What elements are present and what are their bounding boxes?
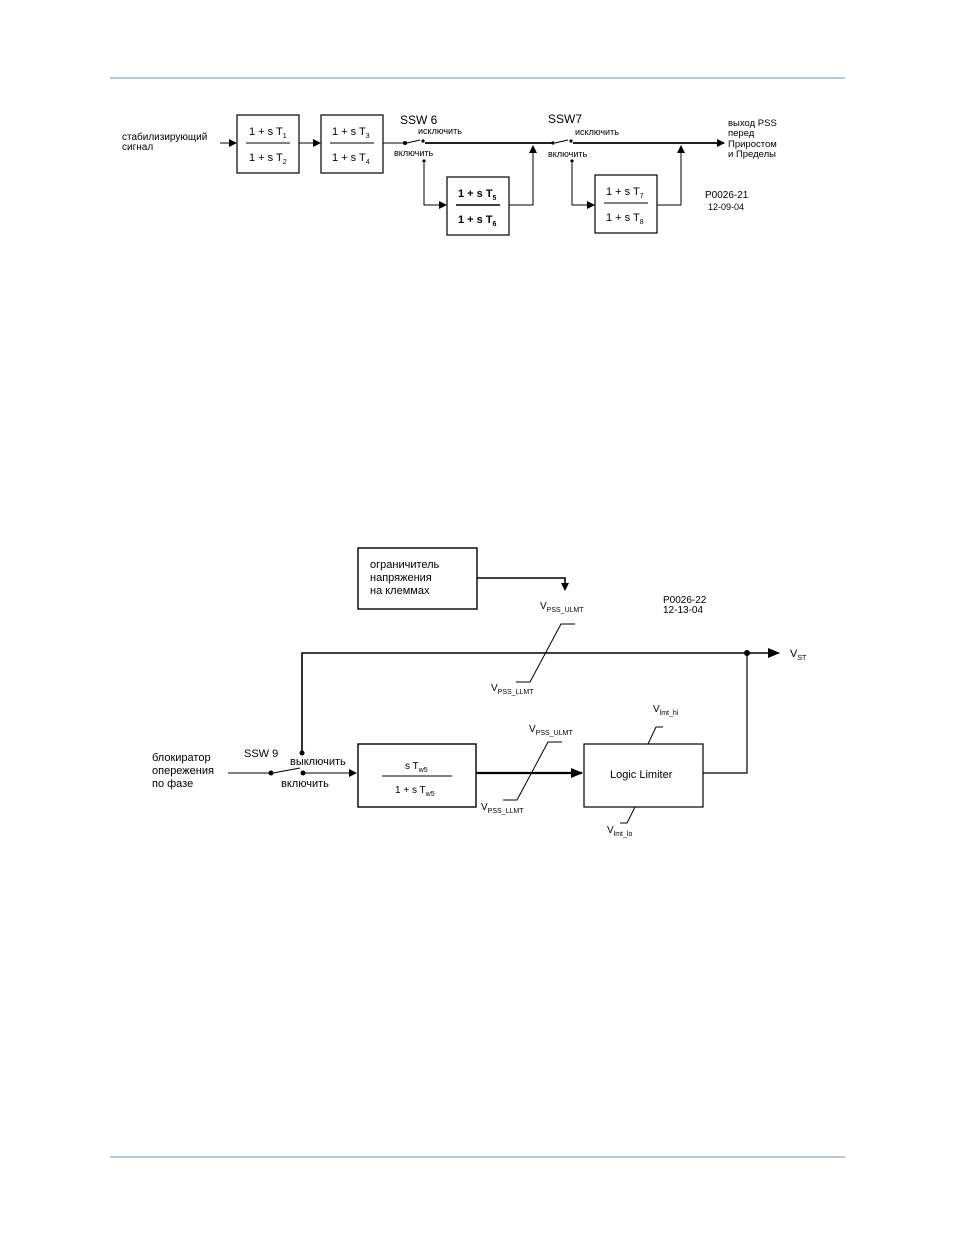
lmt-hi-pointer xyxy=(647,726,663,745)
block4-numerator: 1 + s T7 xyxy=(606,186,644,200)
ssw6-off-label: исключить xyxy=(418,126,462,136)
washout-denominator: 1 + s Tw5 xyxy=(395,785,435,798)
ssw9-contact xyxy=(268,770,274,776)
washout-numerator: s Tw5 xyxy=(405,761,428,774)
ssw6-off-contact xyxy=(421,139,425,143)
block1-denominator: 1 + s T2 xyxy=(249,152,287,166)
logic-limiter-block xyxy=(583,743,704,808)
logic-limiter-label: Logic Limiter xyxy=(610,769,673,781)
ssw9-on-label: включить xyxy=(281,778,329,790)
top-ulmt-label: VPSS_ULMT xyxy=(540,601,584,614)
block2-numerator: 1 + s T3 xyxy=(332,126,370,140)
ssw6-label: SSW 6 xyxy=(400,113,438,127)
ssw6-on-contact xyxy=(422,159,426,163)
ssw7-off-contact xyxy=(569,139,573,143)
block3-denominator: 1 + s T6 xyxy=(458,214,497,228)
wire-from-block4 xyxy=(657,145,685,206)
ssw7-contact xyxy=(551,141,555,145)
mid-saturation-symbol xyxy=(503,741,562,801)
diagram1-ref-date: 12-09-04 xyxy=(708,202,744,212)
washout-filter-block xyxy=(357,743,477,808)
limiter-box-line1: ограничитель xyxy=(370,559,440,571)
header-rule xyxy=(110,77,845,79)
ssw7-off-label: исключить xyxy=(575,127,619,137)
ssw6-on-label: включить xyxy=(394,148,433,158)
diagram1-ref-code: P0026-21 xyxy=(705,190,749,201)
ssw7-switch-blade xyxy=(554,139,569,144)
output-label-line2: перед xyxy=(728,128,755,139)
input-label-line2: сигнал xyxy=(122,142,153,153)
limiter-box-line3: на клеммах xyxy=(370,585,430,597)
lmt-lo-label: Vlmt_lo xyxy=(607,825,632,838)
mid-ulmt-label: VPSS_ULMT xyxy=(529,724,573,737)
output-label-line1: выход PSS xyxy=(728,118,777,129)
input2-label-line2: опережения xyxy=(152,765,214,777)
mid-llmt-label: VPSS_LLMT xyxy=(481,802,524,815)
block1-numerator: 1 + s T1 xyxy=(249,126,287,140)
lead-lag-block-2 xyxy=(320,114,384,174)
footer-rule xyxy=(110,1156,845,1158)
lead-lag-diagram: стабилизирующий сигнал 1 + s T1 1 + s T2… xyxy=(122,112,777,236)
lead-lag-block-4 xyxy=(594,174,658,234)
logic-limiter-output-wire xyxy=(703,653,748,774)
block3-numerator: 1 + s T5 xyxy=(458,188,497,202)
top-llmt-label: VPSS_LLMT xyxy=(491,683,534,696)
lead-lag-block-1 xyxy=(236,114,300,174)
washout-limiter-diagram: ограничитель напряжения на клеммах VPSS_… xyxy=(152,547,807,838)
limiter-box-line2: напряжения xyxy=(370,572,432,584)
ssw9-label: SSW 9 xyxy=(244,748,278,760)
block4-denominator: 1 + s T8 xyxy=(606,212,644,226)
ssw9-switch-blade xyxy=(272,767,301,774)
vst-output-label: VST xyxy=(790,648,807,662)
limiter-to-ulmt-arrow xyxy=(477,577,569,591)
ssw9-off-contact xyxy=(299,750,305,756)
lmt-lo-pointer xyxy=(620,806,636,824)
input-label-line1: стабилизирующий xyxy=(122,131,207,143)
ssw6-contact xyxy=(403,141,407,145)
block2-denominator: 1 + s T4 xyxy=(332,152,370,166)
ssw9-on-contact xyxy=(300,770,306,776)
output-bus-arrow xyxy=(301,648,780,752)
ssw7-label: SSW7 xyxy=(548,112,582,126)
ssw9-off-label: выключить xyxy=(290,756,346,768)
diagram2-ref-code: P0026-22 xyxy=(663,595,707,606)
lead-lag-block-3 xyxy=(446,176,510,236)
ssw6-switch-blade xyxy=(406,139,421,144)
diagram2-ref-date: 12-13-04 xyxy=(663,605,703,616)
wire-from-block3 xyxy=(509,145,537,206)
ssw7-on-contact xyxy=(570,159,574,163)
input2-label-line3: по фазе xyxy=(152,778,193,790)
input2-label-line1: блокиратор xyxy=(152,752,211,764)
output-label-line4: и Пределы xyxy=(728,149,776,160)
wire-to-block4 xyxy=(571,163,595,209)
wire-to-block3 xyxy=(423,163,447,209)
lmt-hi-label: Vlmt_hi xyxy=(653,704,679,717)
ssw7-on-label: включить xyxy=(548,149,587,159)
output-label-line3: Приростом xyxy=(728,139,777,150)
